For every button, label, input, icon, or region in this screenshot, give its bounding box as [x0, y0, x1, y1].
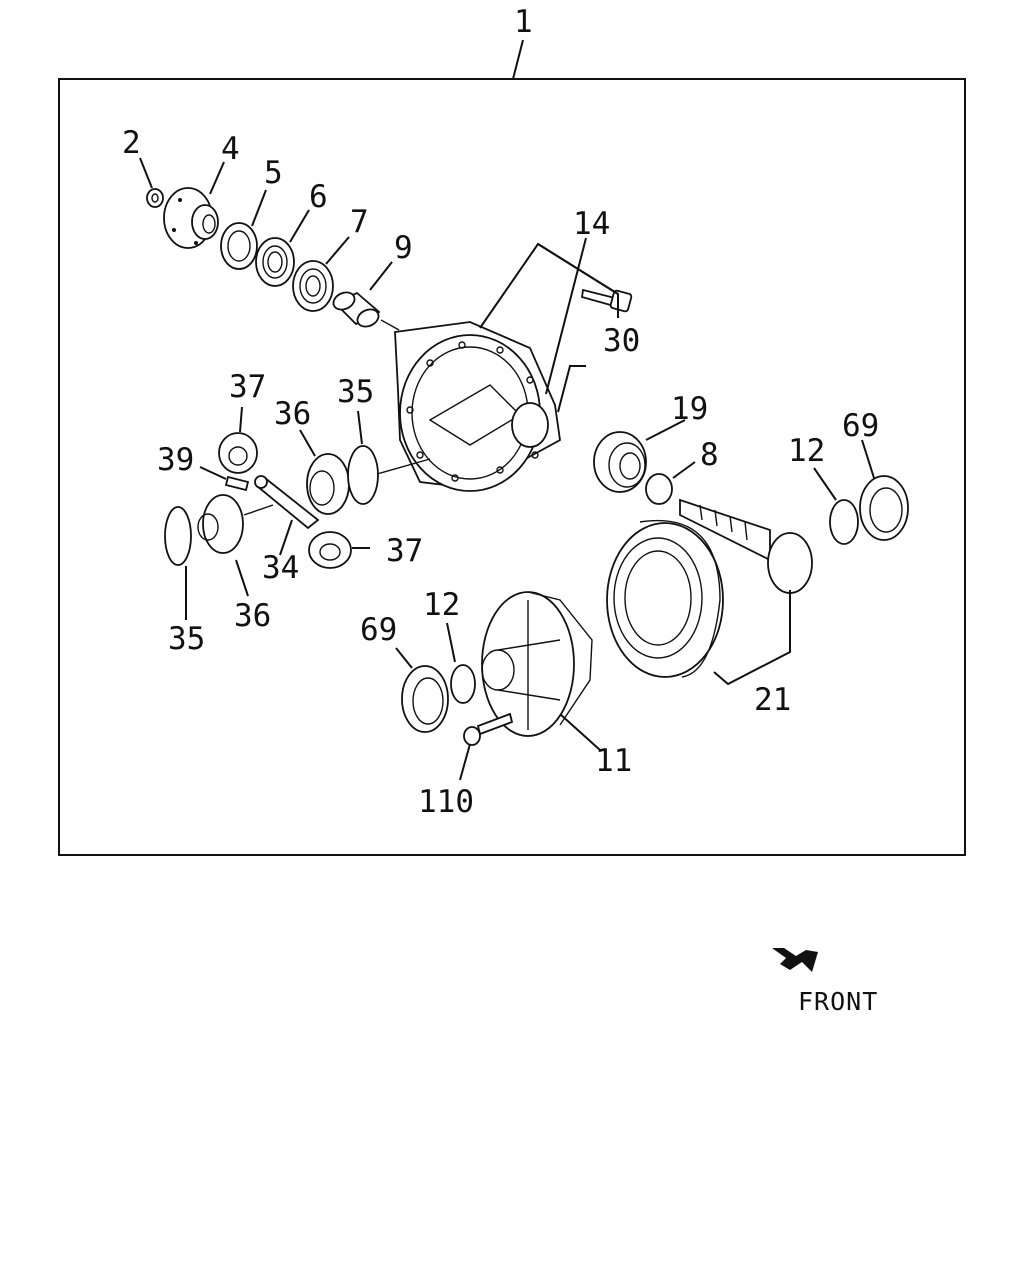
callout-36-lower: 36 — [234, 598, 271, 634]
part-21-ring-gear — [606, 520, 724, 678]
callout-19: 19 — [671, 391, 708, 427]
part-30-bolt — [580, 288, 633, 313]
part-12-shim-upper — [829, 499, 859, 545]
part-37-side-gear-lower — [308, 531, 352, 569]
part-4-flange — [163, 187, 219, 249]
callout-9: 9 — [394, 230, 413, 266]
callout-69-upper: 69 — [842, 408, 879, 444]
part-35-thrust-washer-upper — [347, 445, 379, 505]
part-9-collapsible-spacer — [332, 291, 381, 328]
part-36-pinion-gear-upper — [306, 453, 350, 515]
callout-36-upper: 36 — [274, 396, 311, 432]
callout-35-upper: 35 — [337, 374, 374, 410]
front-direction-indicator: FRONT — [772, 948, 878, 1016]
part-2-nut — [146, 188, 164, 208]
part-7-bearing — [292, 260, 334, 312]
part-110-bolt — [463, 712, 514, 746]
callout-4: 4 — [221, 131, 240, 167]
part-36-pinion-gear-lower — [197, 494, 244, 554]
callout-14: 14 — [573, 206, 610, 242]
part-19-bearing — [593, 431, 647, 493]
part-39-pin — [224, 475, 250, 492]
part-5-oil-seal — [220, 222, 258, 270]
front-arrow-icon — [772, 948, 818, 972]
callout-35-lower: 35 — [168, 621, 205, 657]
callout-37-lower: 37 — [386, 533, 423, 569]
callout-21: 21 — [754, 682, 791, 718]
callout-12-lower: 12 — [423, 587, 460, 623]
part-21-pinion-shaft — [679, 498, 813, 594]
part-35-thrust-washer-lower — [164, 506, 192, 566]
callout-8: 8 — [700, 437, 719, 473]
callout-11: 11 — [595, 743, 632, 779]
part-37-side-gear-upper — [218, 432, 258, 474]
part-8-shim — [645, 473, 673, 505]
leader-lines — [139, 157, 875, 781]
front-label: FRONT — [798, 987, 878, 1016]
part-11-differential-case — [481, 591, 593, 737]
part-34-pinion-shaft — [254, 475, 320, 530]
assembly-frame — [58, 78, 966, 856]
part-14-carrier-housing — [394, 321, 561, 492]
callout-2: 2 — [122, 125, 141, 161]
callout-110: 110 — [418, 784, 474, 820]
part-69-bearing-lower — [401, 665, 449, 733]
part-69-bearing-upper — [859, 475, 909, 541]
part-6-bearing — [255, 237, 295, 287]
callout-12-upper: 12 — [788, 433, 825, 469]
callout-39: 39 — [157, 442, 194, 478]
assembly-number-label: 1 — [514, 4, 533, 40]
callout-69-lower: 69 — [360, 612, 397, 648]
callout-5: 5 — [264, 155, 283, 191]
callout-6: 6 — [309, 179, 328, 215]
callout-7: 7 — [350, 204, 369, 240]
callout-37-upper: 37 — [229, 369, 266, 405]
part-12-shim-lower — [450, 664, 476, 704]
callout-30: 30 — [603, 323, 640, 359]
callout-34: 34 — [262, 550, 299, 586]
callout-labels: 2 4 5 6 7 9 14 30 19 8 12 69 37 36 35 39… — [122, 125, 879, 820]
